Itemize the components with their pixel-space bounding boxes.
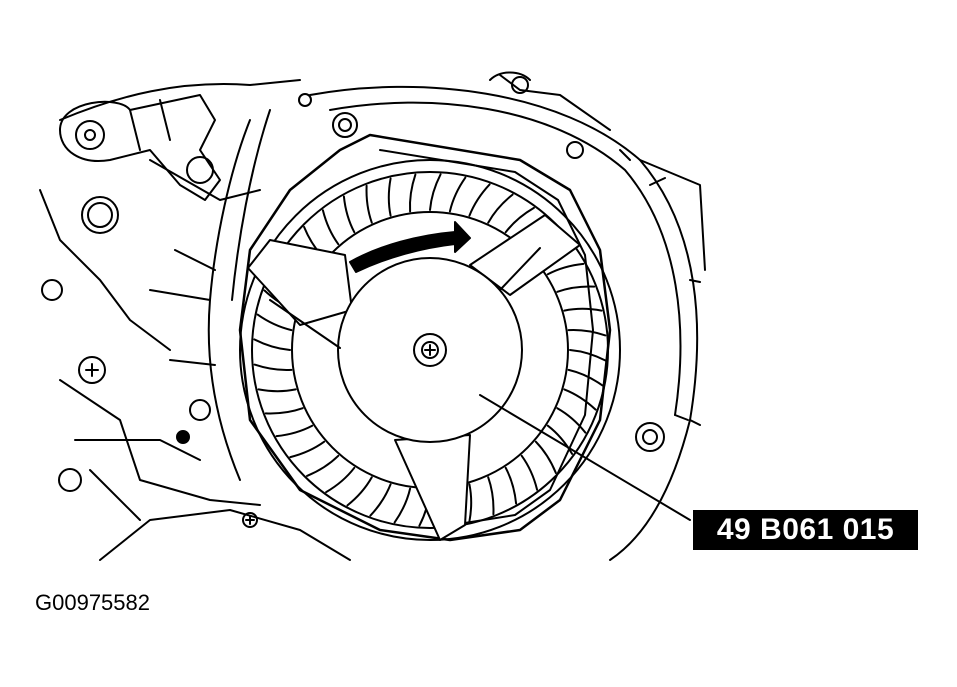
fan-blade xyxy=(408,173,417,213)
fan-blade xyxy=(504,466,518,505)
fan-blade xyxy=(264,407,304,415)
fan-blade xyxy=(253,363,293,372)
fan-blade xyxy=(546,424,574,455)
fan-blade xyxy=(520,454,539,491)
fan-blade xyxy=(321,209,340,246)
fan-blade xyxy=(346,476,373,507)
fan-blade xyxy=(504,206,535,234)
fan-blade xyxy=(325,466,356,494)
fan-blade xyxy=(468,483,473,523)
bolts xyxy=(41,76,665,528)
fan-blade xyxy=(289,440,326,459)
fan-blade xyxy=(563,388,597,411)
fan-blade xyxy=(563,307,603,312)
fan-blade xyxy=(487,476,495,516)
fan-blade xyxy=(369,483,392,517)
fan-blade xyxy=(569,349,607,362)
blower-wheel-holder-icon xyxy=(247,214,691,541)
mounting-bracket xyxy=(59,94,221,201)
fan-blade xyxy=(342,195,356,234)
fan-blade xyxy=(365,184,373,224)
fan-blade xyxy=(256,313,293,332)
fan-blade xyxy=(556,285,596,293)
fan-blade xyxy=(567,368,604,387)
fan-blade xyxy=(429,173,442,211)
fan-blade xyxy=(393,487,412,524)
rotation-arrow-icon xyxy=(349,221,471,273)
fan-blade xyxy=(253,338,291,351)
fan-blade xyxy=(567,328,607,337)
fan-blade xyxy=(306,454,340,477)
fan-blade xyxy=(387,177,392,217)
fan-blade xyxy=(468,183,491,217)
fan-blade xyxy=(257,388,297,393)
fan-blade xyxy=(546,262,585,276)
fan-blade xyxy=(534,440,557,474)
blower-housing xyxy=(39,71,706,561)
fan-blade xyxy=(275,424,314,438)
fan-blade xyxy=(556,407,587,434)
figure-id-label: G00975582 xyxy=(35,590,150,615)
fan-blade xyxy=(487,193,514,224)
blower-scroll-case xyxy=(238,133,612,542)
part-number-callout: 49 B061 015 xyxy=(693,510,918,550)
fan-blade xyxy=(448,176,467,213)
